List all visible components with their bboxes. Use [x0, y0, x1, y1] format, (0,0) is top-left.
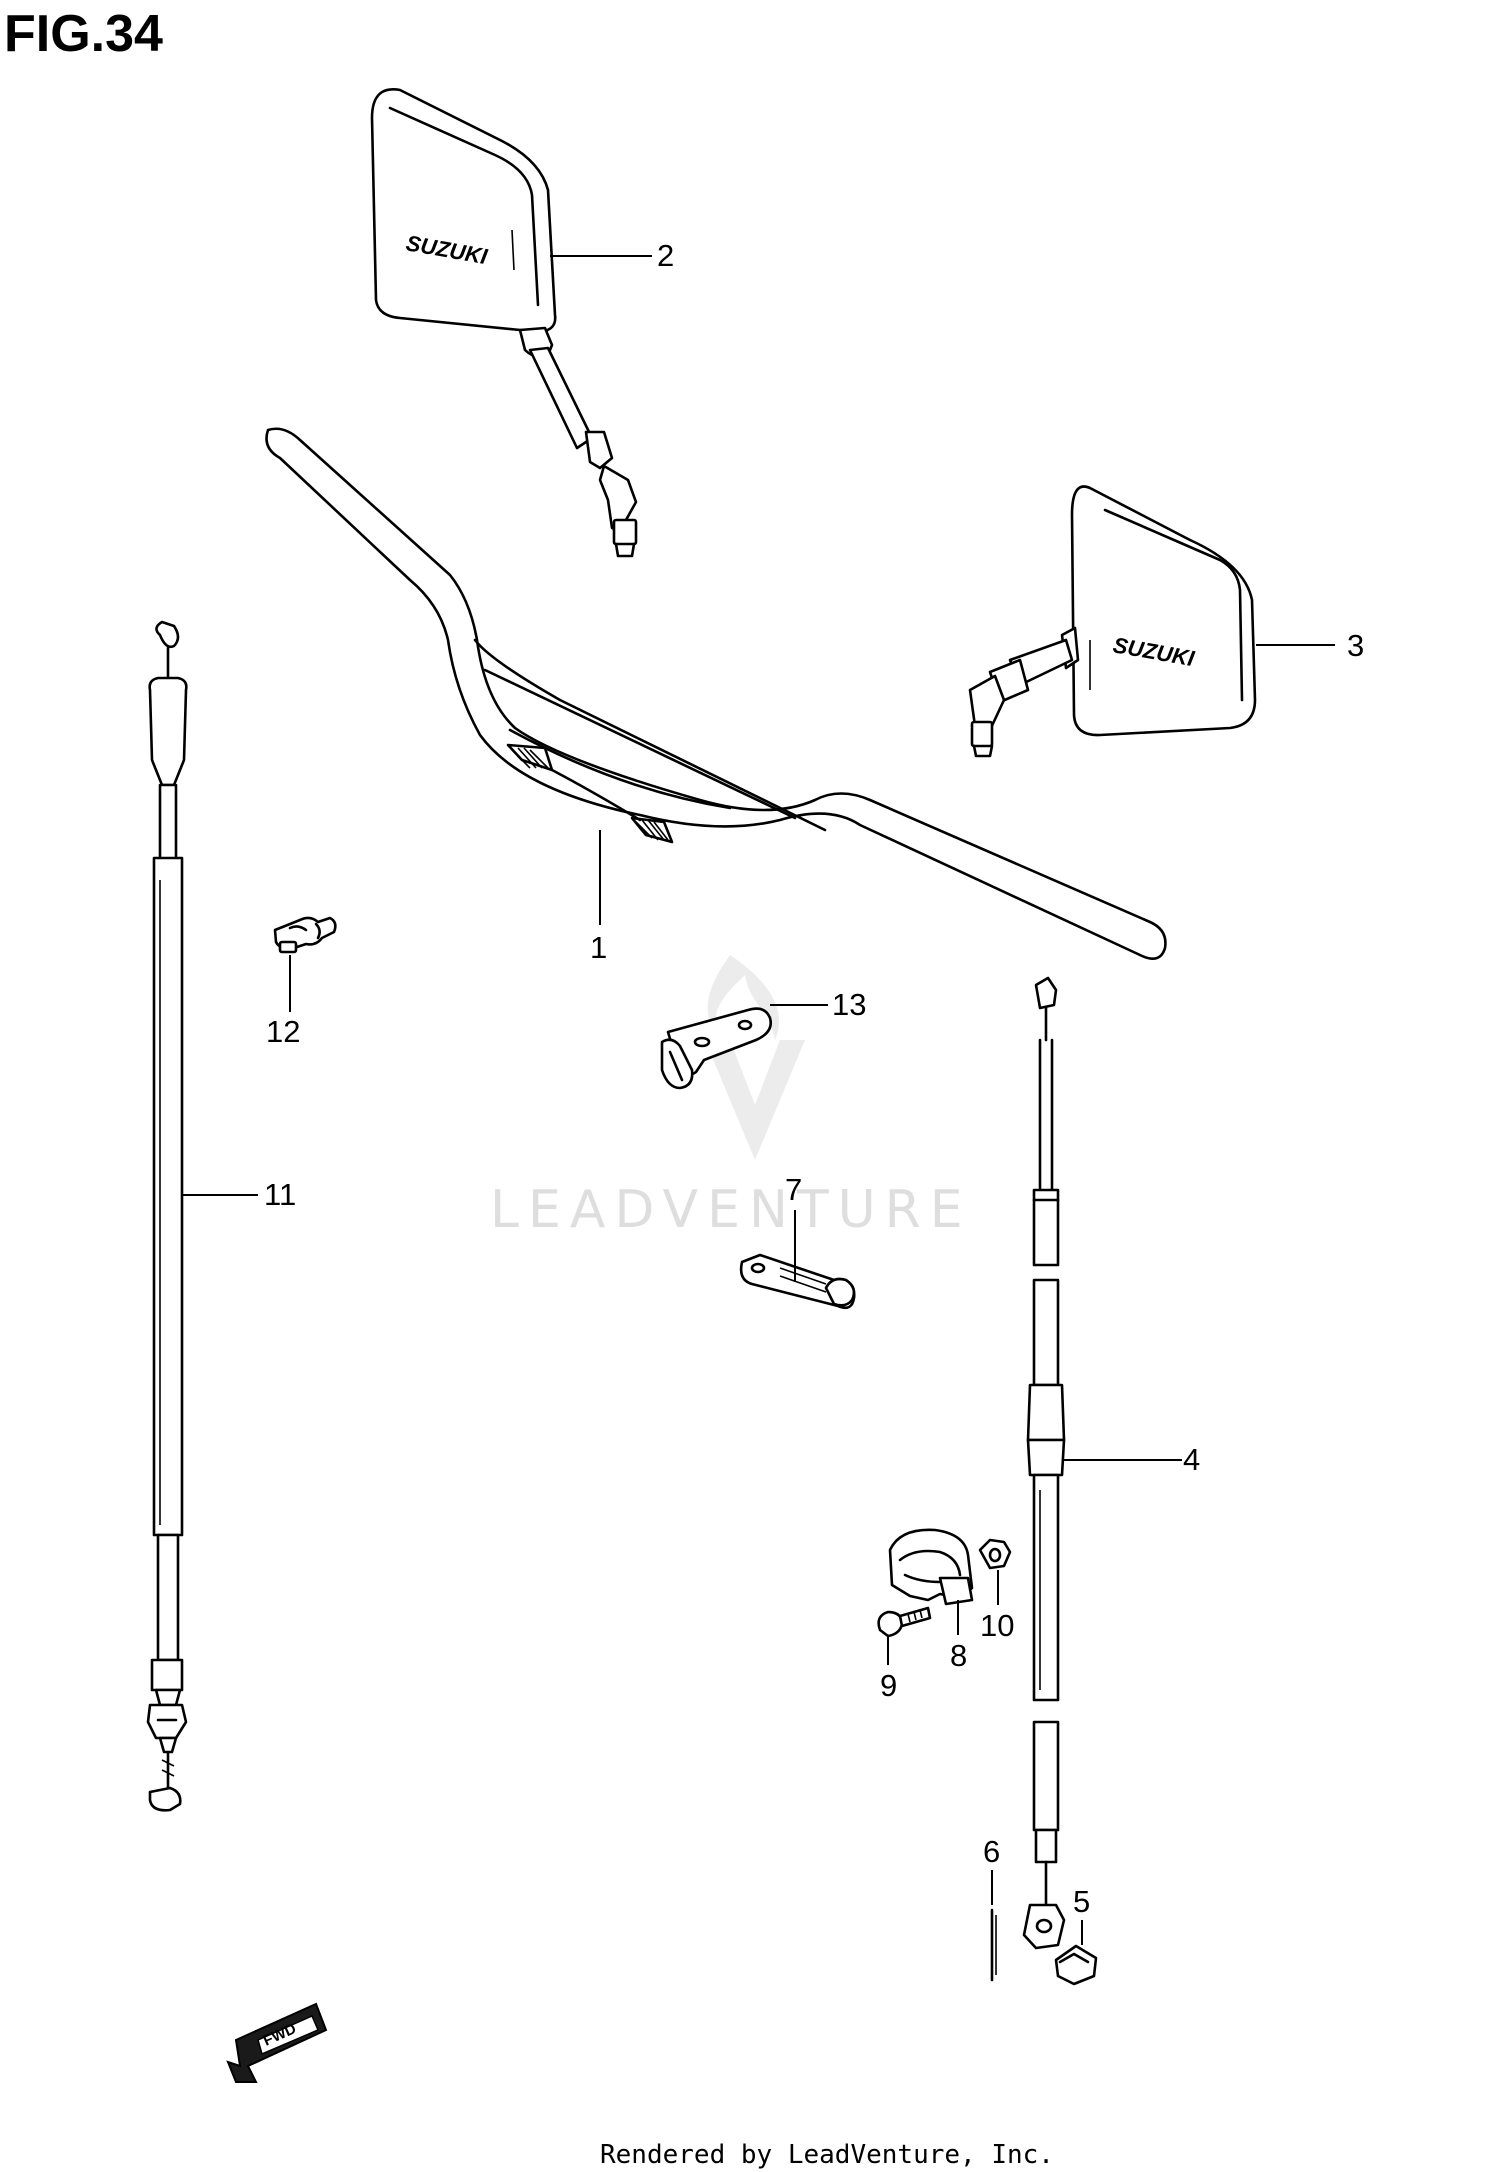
- clutch-cable-part[interactable]: [146, 620, 188, 1812]
- callout-labels: 1 2 3 4 5 6 7 8 9 10 11 12 13: [264, 238, 1364, 1919]
- callout-6[interactable]: 6: [983, 1834, 1000, 1869]
- watermark-logo-icon: [705, 955, 805, 1160]
- figure-title: FIG.34: [4, 5, 163, 63]
- cable-clamp-part-8[interactable]: [888, 1528, 974, 1606]
- pin-part-6[interactable]: [990, 1908, 997, 1982]
- callout-5[interactable]: 5: [1073, 1884, 1090, 1919]
- bolt-part-5[interactable]: [1054, 1944, 1098, 1986]
- bracket-part-7[interactable]: [739, 1253, 856, 1310]
- throttle-cable-part[interactable]: [1022, 976, 1066, 1950]
- footer-credit: Rendered by LeadVenture, Inc.: [600, 2140, 1054, 2170]
- callout-4[interactable]: 4: [1183, 1442, 1200, 1477]
- fwd-arrow-icon: FWD: [226, 2002, 328, 2083]
- nut-part-10[interactable]: [978, 1538, 1012, 1570]
- handlebar-part[interactable]: [265, 427, 1167, 960]
- callout-10[interactable]: 10: [980, 1608, 1014, 1643]
- callout-1[interactable]: 1: [590, 930, 607, 965]
- callout-9[interactable]: 9: [880, 1668, 897, 1703]
- callout-3[interactable]: 3: [1347, 628, 1364, 663]
- callout-2[interactable]: 2: [657, 238, 674, 273]
- callout-8[interactable]: 8: [950, 1638, 967, 1673]
- clamp-part-12[interactable]: [273, 916, 337, 954]
- callout-13[interactable]: 13: [832, 987, 866, 1022]
- bracket-part-13[interactable]: [660, 1007, 772, 1090]
- mirror-left-part[interactable]: SUZUKI: [370, 88, 638, 558]
- leader-lines: [182, 255, 1335, 1945]
- mirror-right-part[interactable]: SUZUKI: [968, 485, 1257, 758]
- callout-12[interactable]: 12: [266, 1014, 300, 1049]
- handlebar-knurl-right: [630, 816, 674, 844]
- callout-7[interactable]: 7: [785, 1172, 802, 1207]
- screw-part-9[interactable]: [877, 1606, 932, 1638]
- watermark-text: LEADVENTURE: [490, 1180, 972, 1240]
- callout-11[interactable]: 11: [264, 1177, 296, 1212]
